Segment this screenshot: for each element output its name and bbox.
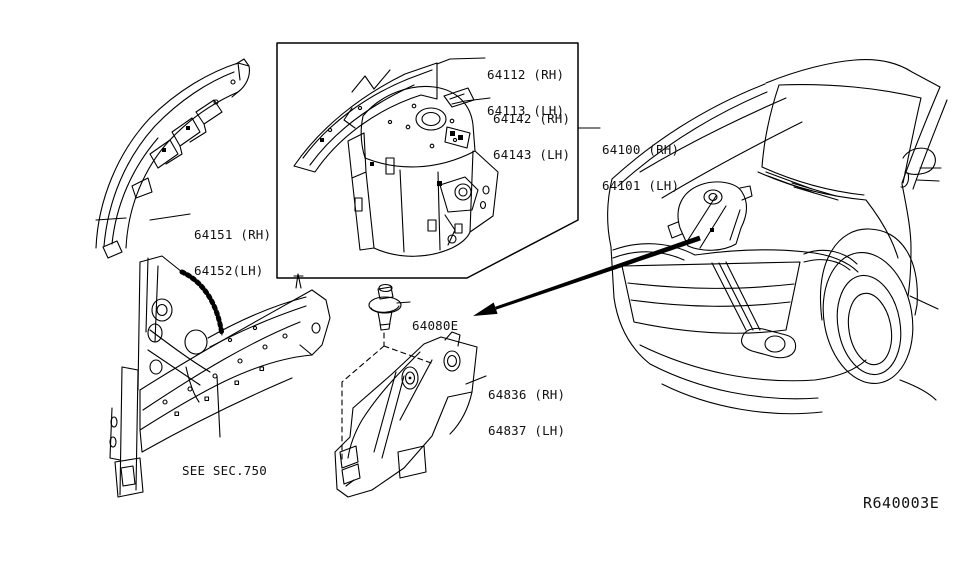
see-sec-750-text: SEE SEC.750 (182, 463, 267, 478)
label-64142-line1: 64142 (RH) (493, 111, 571, 126)
front-bumper (611, 247, 866, 414)
label-64152-line2: 64152(LH) (194, 263, 264, 278)
label-64080e: 64080E (412, 296, 458, 344)
label-64837-line2: 64837 (LH) (488, 423, 566, 438)
beam-hole-marks (163, 326, 287, 415)
front-wheel (813, 229, 923, 391)
part-64112-drawing (294, 63, 437, 172)
bolt-64080-drawing (369, 285, 401, 331)
part-64836-drawing (335, 332, 477, 497)
front-grille (613, 244, 858, 334)
label-64100: 64100 (RH) 64101 (LH) (602, 120, 679, 204)
label-64143-line2: 64143 (LH) (493, 147, 571, 162)
label-64112: 64112 (RH) 64113 (LH) (487, 45, 564, 129)
vehicle-drawing (608, 60, 947, 414)
part-64151-drawing (96, 59, 249, 248)
label-64151: 64151 (RH) 64152(LH) (194, 205, 271, 289)
label-64142: 64142 (RH) 64143 (LH) (493, 89, 570, 173)
pointer-arrow (473, 235, 701, 316)
label-64836: 64836 (RH) 64837 (LH) (488, 365, 565, 449)
diagram-reference-code: R640003E (863, 494, 939, 512)
part-64142-drawing (344, 86, 498, 256)
placement-dashed-lines (342, 333, 434, 462)
label-64836-line1: 64836 (RH) (488, 387, 566, 402)
reference-code-text: R640003E (863, 494, 940, 512)
leader-lines (150, 58, 600, 437)
installed-part-drawing (668, 182, 752, 250)
label-64112-line1: 64112 (RH) (487, 67, 565, 82)
label-see-sec-750: SEE SEC.750 (182, 441, 267, 489)
label-64100-line1: 64100 (RH) (602, 142, 680, 157)
label-64151-line1: 64151 (RH) (194, 227, 272, 242)
sec750-assembly-drawing (103, 241, 330, 497)
label-64080e-text: 64080E (412, 318, 459, 333)
label-64101-line2: 64101 (LH) (602, 178, 680, 193)
label-64113-line2: 64113 (LH) (487, 103, 565, 118)
assembly-box-outline (277, 43, 578, 278)
